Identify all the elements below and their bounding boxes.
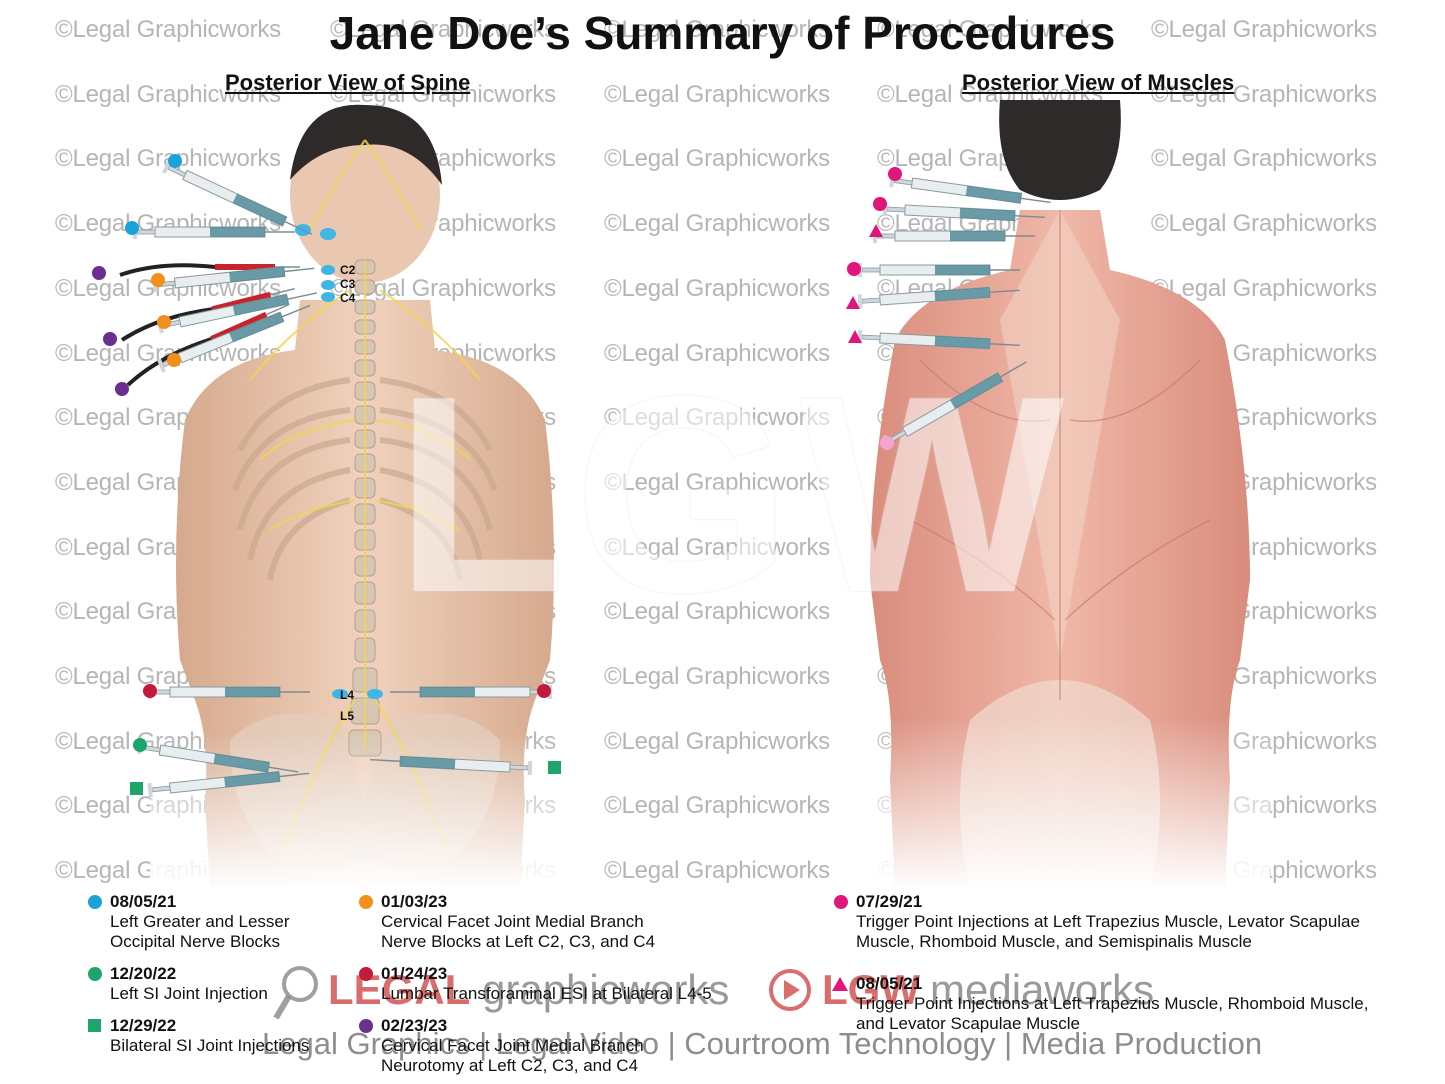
legend-date: 08/05/21 — [856, 974, 923, 993]
legend-entry-occipital: 08/05/21 Left Greater and Lesser Occipit… — [88, 892, 330, 952]
syringe-tp-4 — [857, 262, 1021, 278]
magnifier-icon — [273, 966, 318, 1020]
logo-tagline: Legal Graphics | Legal Video | Courtroom… — [262, 1026, 1263, 1061]
orange-circle-marker — [359, 895, 373, 909]
legend-desc: Left SI Joint Injection — [110, 984, 268, 1003]
legend-entry-facet-block: 01/03/23 Cervical Facet Joint Medial Bra… — [359, 892, 671, 952]
syringe-tp-3 — [872, 228, 1036, 244]
spine-view-title: Posterior View of Spine — [225, 70, 471, 95]
logo-graphicworks: graphicworks — [482, 966, 730, 1013]
legend-desc: Cervical Facet Joint Medial Branch Nerve… — [381, 912, 656, 951]
legend-entry-neurotomy: 02/23/23 Cervical Facet Joint Medial Bra… — [359, 1016, 671, 1076]
magenta-triangle-marker — [832, 977, 848, 991]
blue-circle-marker — [88, 895, 102, 909]
legend-date: 02/23/23 — [381, 1016, 448, 1035]
legend-desc: Trigger Point Injections at Left Trapezi… — [856, 994, 1369, 1033]
syringe-tp-2 — [881, 201, 1046, 226]
syringe-si-left-2 — [146, 765, 311, 798]
muscle-view-title: Posterior View of Muscles — [962, 70, 1235, 95]
legend-entry-trigger-point-2: 08/05/21 Trigger Point Injections at Lef… — [832, 974, 1396, 1034]
page-title: Jane Doe’s Summary of Procedures — [329, 7, 1116, 59]
legend-entry-lumbar-esi: 01/24/23 Lumbar Transforaminal ESI at Bi… — [359, 964, 761, 1004]
label-l5: L5 — [340, 709, 354, 723]
legend-desc: Trigger Point Injections at Left Trapezi… — [856, 912, 1360, 951]
legend-date: 07/29/21 — [856, 892, 923, 911]
syringe-tp-5 — [856, 282, 1021, 310]
purple-circle-marker — [359, 1019, 373, 1033]
legend-desc: Bilateral SI Joint Injections — [110, 1036, 310, 1055]
play-icon — [769, 969, 811, 1011]
legend-entry-si-left: 12/20/22 Left SI Joint Injection — [88, 964, 330, 1004]
legend-entry-si-bilateral: 12/29/22 Bilateral SI Joint Injections — [88, 1016, 330, 1056]
legend-date: 01/03/23 — [381, 892, 448, 911]
syringe-tp-6 — [856, 329, 1021, 354]
syringe-occipital-lower — [132, 224, 296, 240]
legend-date: 08/05/21 — [110, 892, 177, 911]
label-c3: C3 — [340, 277, 356, 291]
green-square-marker — [88, 1019, 101, 1032]
legend-date: 12/29/22 — [110, 1016, 177, 1035]
legend-entry-trigger-point-1: 07/29/21 Trigger Point Injections at Lef… — [834, 892, 1396, 952]
syringe-lumbar-right — [389, 684, 553, 700]
label-c4: C4 — [340, 291, 356, 305]
magenta-circle-marker — [834, 895, 848, 909]
legend-desc: Cervical Facet Joint Medial Branch Neuro… — [381, 1036, 644, 1075]
syringe-tp-7 — [881, 355, 1031, 450]
red-circle-marker — [359, 967, 373, 981]
legend-date: 01/24/23 — [381, 964, 448, 983]
lgw-watermark: LGW — [395, 370, 1073, 620]
logo-mediaworks: mediaworks — [930, 966, 1155, 1013]
logo-legal: LEGAL — [328, 966, 471, 1013]
legend-desc: Left Greater and Lesser Occipital Nerve … — [110, 912, 290, 951]
label-l4: L4 — [340, 688, 354, 702]
syringe-lumbar-left — [147, 684, 311, 700]
muscle-figure — [850, 100, 1270, 890]
syringe-tp-1 — [888, 172, 1053, 211]
legend-desc: Lumbar Transforaminal ESI at Bilateral L… — [381, 984, 712, 1003]
label-c2: C2 — [340, 263, 356, 277]
syringe-si-right — [369, 751, 534, 776]
legend-date: 12/20/22 — [110, 964, 177, 983]
green-circle-marker — [88, 967, 102, 981]
logo-bar: LEGAL graphicworks LGW mediaworks — [0, 960, 1445, 1084]
